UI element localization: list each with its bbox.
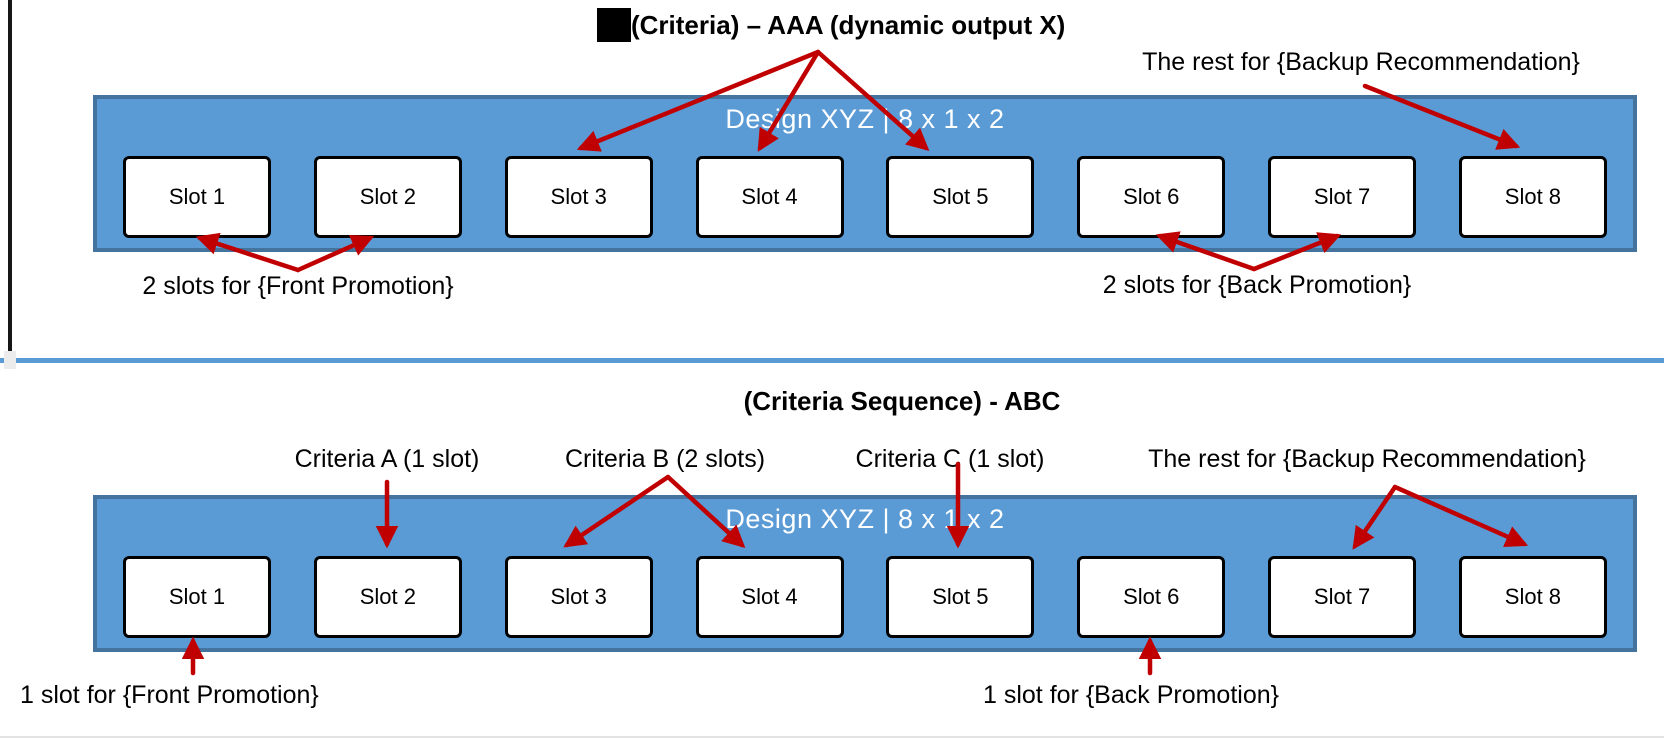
top-slot-7: Slot 7	[1268, 156, 1417, 238]
top-slot-row: Slot 1 Slot 2 Slot 3 Slot 4 Slot 5 Slot …	[123, 156, 1607, 238]
bottom-slot-4: Slot 4	[695, 556, 844, 638]
bottom-slot-8: Slot 8	[1458, 556, 1607, 638]
top-slot-1: Slot 1	[123, 156, 271, 238]
top-section-title: (Criteria) – AAA (dynamic output X)	[597, 8, 1065, 42]
bottom-back-promotion-label: 1 slot for {Back Promotion}	[983, 681, 1279, 709]
bottom-banner-title: Design XYZ | 8 x 1 x 2	[725, 504, 1005, 534]
top-slot-3: Slot 3	[504, 156, 653, 238]
top-banner-title: Design XYZ | 8 x 1 x 2	[725, 104, 1005, 134]
bottom-front-promotion-label: 1 slot for {Front Promotion}	[20, 681, 319, 709]
bottom-slot-6: Slot 6	[1077, 556, 1226, 638]
divider-notch	[4, 351, 16, 369]
criteria-b-label: Criteria B (2 slots)	[564, 445, 766, 473]
bottom-backup-recommendation-label: The rest for {Backup Recommendation}	[1148, 445, 1586, 473]
criteria-a-label: Criteria A (1 slot)	[294, 445, 480, 473]
top-backup-recommendation-label: The rest for {Backup Recommendation}	[1142, 48, 1580, 76]
top-slot-5: Slot 5	[886, 156, 1035, 238]
top-front-promotion-label: 2 slots for {Front Promotion}	[142, 272, 454, 300]
left-vertical-rule	[8, 0, 12, 352]
bottom-slot-3: Slot 3	[504, 556, 653, 638]
criteria-c-label: Criteria C (1 slot)	[855, 445, 1045, 473]
top-slot-8: Slot 8	[1458, 156, 1607, 238]
bottom-slot-5: Slot 5	[886, 556, 1035, 638]
slide-bottom-edge	[0, 736, 1664, 738]
top-slot-6: Slot 6	[1077, 156, 1226, 238]
bottom-slot-row: Slot 1 Slot 2 Slot 3 Slot 4 Slot 5 Slot …	[123, 556, 1607, 638]
bottom-design-banner: Design XYZ | 8 x 1 x 2 Slot 1 Slot 2 Slo…	[93, 495, 1637, 652]
section-divider-line	[0, 358, 1664, 363]
top-slot-2: Slot 2	[313, 156, 462, 238]
bottom-section-title: (Criteria Sequence) - ABC	[743, 386, 1061, 416]
top-back-promotion-label: 2 slots for {Back Promotion}	[1102, 271, 1412, 299]
top-design-banner: Design XYZ | 8 x 1 x 2 Slot 1 Slot 2 Slo…	[93, 95, 1637, 252]
top-section-title-text: (Criteria) – AAA (dynamic output X)	[631, 9, 1066, 40]
bottom-slot-2: Slot 2	[313, 556, 462, 638]
bottom-slot-7: Slot 7	[1268, 556, 1417, 638]
top-slot-4: Slot 4	[695, 156, 844, 238]
bottom-slot-1: Slot 1	[123, 556, 271, 638]
redaction-box-icon	[597, 8, 631, 42]
